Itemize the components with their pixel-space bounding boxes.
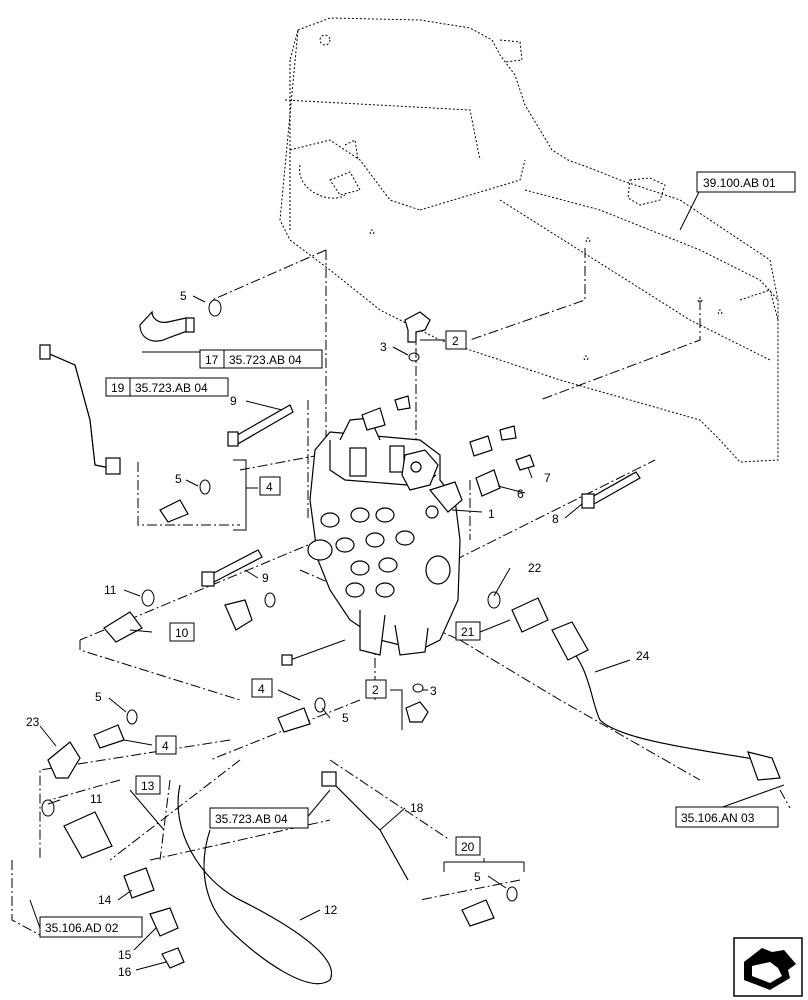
callout-15: 15 — [118, 948, 132, 962]
callout-5-a: 5 — [180, 289, 187, 303]
ref-35106-an[interactable]: 35.106.AN 03 — [681, 811, 755, 825]
ref-39100[interactable]: 39.100.AB 01 — [703, 176, 776, 190]
callout-24: 24 — [636, 649, 650, 663]
callout-4: 4 — [266, 480, 273, 494]
callout-2-box — [445, 330, 467, 350]
callout-19: 19 — [111, 381, 125, 395]
callout-14: 14 — [98, 893, 112, 907]
callout-9-a: 9 — [230, 394, 237, 408]
leader-lines — [29, 189, 785, 971]
callout-22: 22 — [528, 561, 542, 575]
ref-39100-box[interactable] — [696, 171, 796, 193]
callout-4-b: 4 — [258, 682, 265, 696]
ref-35723-17[interactable]: 35.723.AB 04 — [229, 353, 302, 367]
ref-35106-ad[interactable]: 35.106.AD 02 — [45, 921, 119, 935]
callout-2-box-lower — [365, 679, 387, 699]
callout-16: 16 — [118, 965, 132, 979]
callout-3: 3 — [380, 340, 387, 354]
ref-35723-18-box[interactable] — [209, 807, 309, 829]
callout-5-d: 5 — [342, 711, 349, 725]
callout-18: 18 — [410, 801, 424, 815]
ref-35106-an-box[interactable] — [675, 806, 779, 828]
callout-10-box — [169, 622, 195, 642]
callout-10: 10 — [175, 626, 189, 640]
callout-labels: 1 2 2 3 3 4 4 4 5 5 5 5 5 6 7 8 9 9 10 1… — [26, 289, 650, 979]
ref-35723-19-box[interactable] — [129, 377, 229, 397]
callout-13-box — [135, 775, 161, 795]
valve-ports — [307, 507, 451, 598]
chassis-frame — [279, 17, 779, 463]
callout-3-lower: 3 — [430, 684, 437, 698]
ref-35723-19[interactable]: 35.723.AB 04 — [135, 381, 208, 395]
callout-1: 1 — [488, 507, 495, 521]
callout-9-b: 9 — [262, 571, 269, 585]
callout-20: 20 — [461, 840, 475, 854]
control-valve-body — [281, 417, 463, 666]
callout-13: 13 — [141, 779, 155, 793]
callout-4-c: 4 — [162, 739, 169, 753]
callout-8: 8 — [552, 512, 559, 526]
callout-21-box — [455, 621, 481, 641]
callout-4-box — [259, 476, 281, 496]
callout-21: 21 — [461, 625, 475, 639]
callout-11-a: 11 — [104, 583, 117, 597]
next-page-arrow-icon[interactable] — [733, 937, 803, 997]
callout-23: 23 — [26, 715, 40, 729]
reference-boxes: 39.100.AB 01 35.723.AB 04 35.723.AB 04 3… — [39, 171, 796, 938]
callout-5-c: 5 — [95, 690, 102, 704]
callout-5-b: 5 — [175, 472, 182, 486]
ref-35723-17-box[interactable] — [223, 349, 323, 369]
callout-2: 2 — [452, 334, 459, 348]
callout-7: 7 — [544, 471, 551, 485]
callout-2-lower: 2 — [372, 683, 379, 697]
callout-4-box-c — [155, 735, 177, 755]
callout-11-b: 11 — [90, 792, 103, 806]
ref-35723-18[interactable]: 35.723.AB 04 — [215, 812, 288, 826]
callout-20-box — [455, 836, 481, 856]
callout-4-box-b — [251, 678, 273, 698]
callout-17: 17 — [205, 353, 219, 367]
callout-12: 12 — [324, 903, 338, 917]
callout-5-e: 5 — [474, 870, 481, 884]
ref-35106-ad-box[interactable] — [39, 916, 143, 938]
callout-6: 6 — [517, 487, 524, 501]
small-parts — [39, 299, 781, 985]
